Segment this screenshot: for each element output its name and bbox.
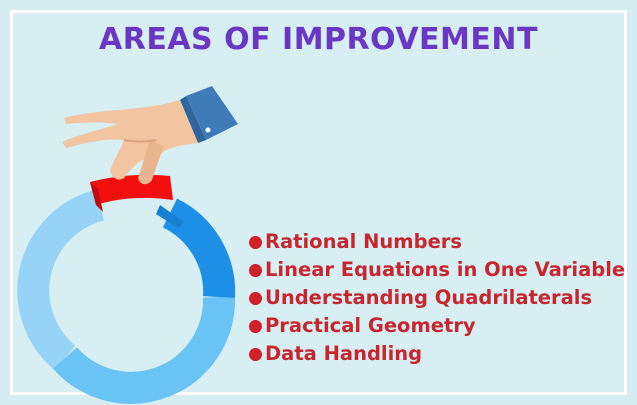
- list-item: Practical Geometry: [248, 312, 625, 340]
- list-item-label: Understanding Quadrilaterals: [265, 286, 593, 309]
- ring-red-segment: [90, 174, 173, 205]
- ring-right-segment: [162, 198, 236, 298]
- cuff-button: [205, 127, 211, 133]
- list-item: Rational Numbers: [248, 228, 625, 256]
- list-item: Linear Equations in One Variable: [248, 256, 625, 284]
- list-item-label: Practical Geometry: [265, 314, 476, 337]
- bullet-dot-icon: [249, 320, 262, 333]
- hand-palm: [62, 100, 198, 180]
- sleeve: [186, 86, 238, 140]
- ring-left-segment: [17, 189, 105, 371]
- list-item: Understanding Quadrilaterals: [248, 284, 625, 312]
- hand-thumb: [138, 140, 164, 185]
- list-item-label: Linear Equations in One Variable: [265, 258, 626, 281]
- ring-bottom-segment: [53, 296, 236, 404]
- bullet-dot-icon: [249, 236, 262, 249]
- page-title: AREAS OF IMPROVEMENT: [99, 22, 538, 57]
- bullet-dot-icon: [249, 292, 262, 305]
- bullet-dot-icon: [249, 348, 262, 361]
- sleeve-cuff: [180, 96, 206, 143]
- content-card: [10, 10, 627, 395]
- hand-shadow: [123, 139, 157, 143]
- bullet-dot-icon: [249, 264, 262, 277]
- improvement-list: Rational Numbers Linear Equations in One…: [248, 228, 625, 368]
- ring-right-segment-edge: [156, 205, 184, 228]
- list-item-label: Data Handling: [265, 342, 423, 365]
- ring-red-segment-side: [90, 182, 103, 212]
- list-item-label: Rational Numbers: [265, 230, 463, 253]
- list-item: Data Handling: [248, 340, 625, 368]
